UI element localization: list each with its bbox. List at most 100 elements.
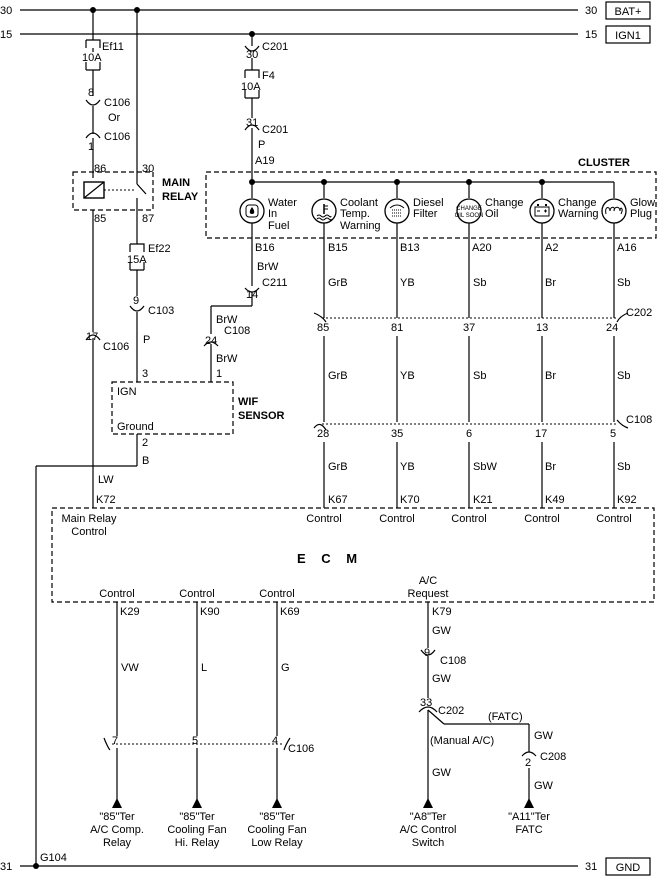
relay-pin-87: 87: [142, 213, 154, 225]
relay-title-2: RELAY: [162, 191, 199, 203]
wire-column-k67: GrB 85 GrB 28 GrB K67 Control: [306, 277, 347, 525]
lamp-water-in-fuel: Water In Fuel B16: [239, 182, 297, 286]
ac-request-wire-4: GW: [534, 730, 554, 742]
ac-request-wire-2: GW: [432, 673, 452, 685]
ign-rail-label: IGN1: [615, 30, 641, 42]
cluster: CLUSTER Water In Fuel B16: [205, 157, 657, 318]
col-4-c202-pin: 13: [536, 322, 548, 334]
col-3-ecm-label: Control: [451, 513, 486, 525]
out-3-label: Control: [259, 588, 294, 600]
col-4-wire-bot: Br: [545, 461, 556, 473]
lamp-6-pin: A16: [617, 242, 637, 254]
main-relay-circuit: Ef11 10A 8 C106 Or C106 1 86 30 85 87 MA…: [72, 7, 199, 508]
fuse-f4-id: F4: [262, 70, 275, 82]
ac-c208-conn: C208: [540, 751, 566, 763]
out-1-dest-2: A/C Comp.: [90, 824, 144, 836]
out-3-arrow-icon: [272, 798, 282, 808]
cluster-connector-rows: C202 C108: [313, 307, 652, 431]
c108-wif-conn: C108: [224, 325, 250, 337]
wif-pin-3: 3: [142, 368, 148, 380]
wire-column-k92: Sb 24 Sb 5 Sb K92 Control: [596, 277, 636, 525]
out-1-c106-pin: 7: [112, 735, 118, 747]
out-3-dest-3: Low Relay: [251, 837, 303, 849]
wif-ign-label: IGN: [117, 386, 137, 398]
lamp-4-label-1: Change: [485, 197, 524, 209]
c201-top-pin: 30: [246, 49, 258, 61]
col-1-ecm-pin: K67: [328, 494, 348, 506]
wif-pin-1: 1: [216, 368, 222, 380]
c106-lower-conn: C106: [288, 743, 314, 755]
fuse-ef22-rating: 15A: [127, 254, 147, 266]
ecm-title: E C M: [297, 551, 363, 566]
col-4-ecm-label: Control: [524, 513, 559, 525]
c108-wif-pin: 24: [205, 335, 217, 347]
ac-dest-a11-1: "A11"Ter: [508, 811, 550, 823]
c211-conn: C211: [262, 277, 287, 289]
wire-lw: LW: [98, 474, 114, 486]
ac-request-pin: K79: [432, 606, 452, 618]
fatc-arrow-icon: [524, 798, 534, 808]
out-2-c106-pin: 5: [192, 735, 198, 747]
cluster-feed: 30 C201 F4 10A 31 C201 P A19: [241, 31, 288, 172]
ac-c108-conn: C108: [440, 655, 466, 667]
out-2-arrow-icon: [192, 798, 202, 808]
lamp-5-pin: A2: [545, 242, 558, 254]
col-3-ecm-pin: K21: [473, 494, 493, 506]
out-1-dest-1: "85"Ter: [99, 811, 135, 823]
ac-c202-conn: C202: [438, 705, 464, 717]
lamp-1-pin: B16: [255, 242, 275, 254]
ecm-main-relay-label-2: Control: [71, 526, 106, 538]
out-2-dest-2: Cooling Fan: [167, 824, 226, 836]
col-4-wire-mid: Br: [545, 370, 556, 382]
ecm-pin-k72: K72: [96, 494, 116, 506]
lamp-glow-plug: Glow Plug A16: [601, 182, 655, 318]
lamp-1-label-2: In: [268, 208, 277, 220]
wif-wire-brw-2: BrW: [216, 314, 238, 326]
out-1-wire: VW: [121, 662, 139, 674]
out-1-dest-3: Relay: [103, 837, 132, 849]
ecm-main-relay-label-1: Main Relay: [61, 513, 117, 525]
col-2-wire-top: YB: [400, 277, 415, 289]
col-3-wire-top: Sb: [473, 277, 486, 289]
cluster-title: CLUSTER: [578, 157, 630, 169]
gnd-rail-right-num: 31: [585, 861, 597, 873]
cluster-feed-wire-p: P: [258, 139, 265, 151]
col-2-wire-bot: YB: [400, 461, 415, 473]
gnd-rail: 31 31 GND G104: [0, 852, 651, 876]
ac-c208-pin: 2: [525, 757, 531, 769]
ign-rail: 15 15 IGN1: [0, 25, 651, 44]
ac-switch-arrow-icon: [423, 798, 433, 808]
water-in-fuel-icon: [245, 204, 259, 218]
fuse-ef22-id: Ef22: [148, 243, 171, 255]
col-4-ecm-pin: K49: [545, 494, 565, 506]
lamp-coolant-temp: Coolant Temp. Warning B15: [311, 182, 381, 318]
lamp-3-label-1: Diesel: [413, 197, 444, 209]
col-5-wire-bot: Sb: [617, 461, 630, 473]
ac-dest-a8-2: A/C Control: [400, 824, 457, 836]
col-1-wire-mid: GrB: [328, 370, 348, 382]
c108-conn-label: C108: [626, 414, 652, 426]
c103-pin: 9: [133, 295, 139, 307]
fuse-ef22: Ef22 15A: [127, 243, 171, 271]
bat-rail-right-num: 30: [585, 5, 597, 17]
ac-c202-pin: 33: [420, 697, 432, 709]
col-5-c108-pin: 5: [610, 428, 616, 440]
lamp-1-label-1: Water: [268, 197, 297, 209]
wif-wire-b: B: [142, 455, 149, 467]
ac-request-wire-5: GW: [534, 780, 554, 792]
ac-branch-fatc: (FATC): [488, 711, 523, 723]
bat-rail-label: BAT+: [614, 6, 641, 18]
bat-rail-left-num: 30: [0, 5, 12, 17]
cluster-bus-dots: [249, 179, 545, 185]
out-3-wire: G: [281, 662, 290, 674]
coolant-temp-icon: [316, 204, 332, 221]
col-1-wire-bot: GrB: [328, 461, 348, 473]
fuse-ef11-id: Ef11: [102, 41, 124, 53]
wif-ground-label: Ground: [117, 421, 154, 433]
c201-top-conn: C201: [262, 41, 288, 53]
ac-request-label-1: A/C: [419, 575, 437, 587]
ac-request-wire-3: GW: [432, 767, 452, 779]
c202-conn-label: C202: [626, 307, 652, 319]
out-1-label: Control: [99, 588, 134, 600]
fuse-ef11-rating: 10A: [82, 52, 102, 64]
